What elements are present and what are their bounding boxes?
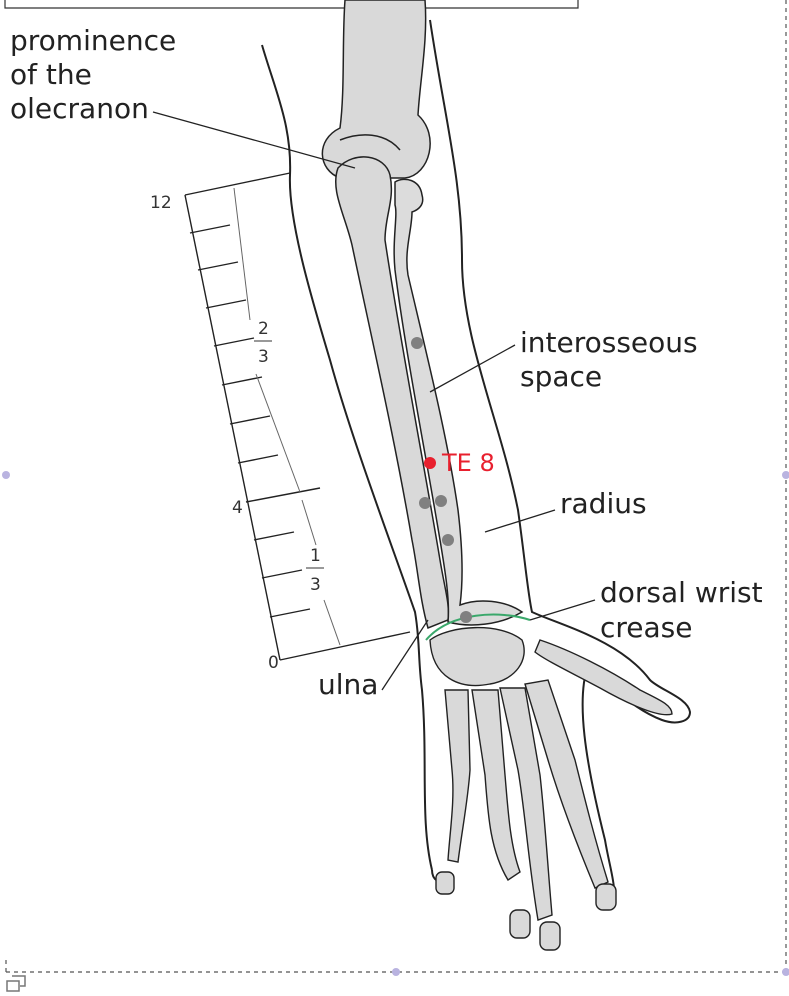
leader-dorsal-crease <box>530 600 595 620</box>
caption-box <box>5 0 578 8</box>
scale-dimension-lines <box>234 188 340 645</box>
scale-tick-0: 0 <box>268 653 279 673</box>
fraction-lower-numerator: 1 <box>310 546 321 566</box>
label-olecranon: olecranon <box>10 92 149 125</box>
handle-corner[interactable] <box>782 968 789 976</box>
label-of-the: of the <box>10 58 92 91</box>
label-prominence: prominence <box>10 24 176 57</box>
label-dorsal-wrist: dorsal wrist <box>600 576 763 609</box>
handle-left[interactable] <box>2 471 10 479</box>
scale-tick-4: 4 <box>232 498 243 518</box>
humerus <box>322 0 430 178</box>
leader-olecranon <box>153 112 355 168</box>
label-interosseous: interosseous <box>520 326 698 359</box>
resize-icon[interactable] <box>6 974 26 992</box>
te8-point-marker[interactable] <box>424 457 436 469</box>
frame-handles[interactable] <box>2 471 789 976</box>
scale-tick-12: 12 <box>150 193 172 213</box>
leader-interosseous <box>430 345 515 392</box>
fraction-upper-numerator: 2 <box>258 319 269 339</box>
radius-bone <box>394 179 522 625</box>
point-wrist <box>460 611 472 623</box>
fraction-lower: 1 3 <box>306 546 324 595</box>
point-b <box>435 495 447 507</box>
point-c <box>442 534 454 546</box>
fraction-upper-denominator: 3 <box>258 347 269 367</box>
te8-label: TE 8 <box>441 449 495 477</box>
fraction-lower-denominator: 3 <box>310 575 321 595</box>
handle-bottom[interactable] <box>392 968 400 976</box>
label-space: space <box>520 360 602 393</box>
handle-right[interactable] <box>782 471 789 479</box>
label-radius: radius <box>560 487 647 520</box>
point-upper <box>411 337 423 349</box>
hand-bones <box>430 628 672 950</box>
label-ulna: ulna <box>318 668 378 701</box>
fraction-upper: 2 3 <box>254 319 272 367</box>
label-crease: crease <box>600 611 693 644</box>
point-a <box>419 497 431 509</box>
